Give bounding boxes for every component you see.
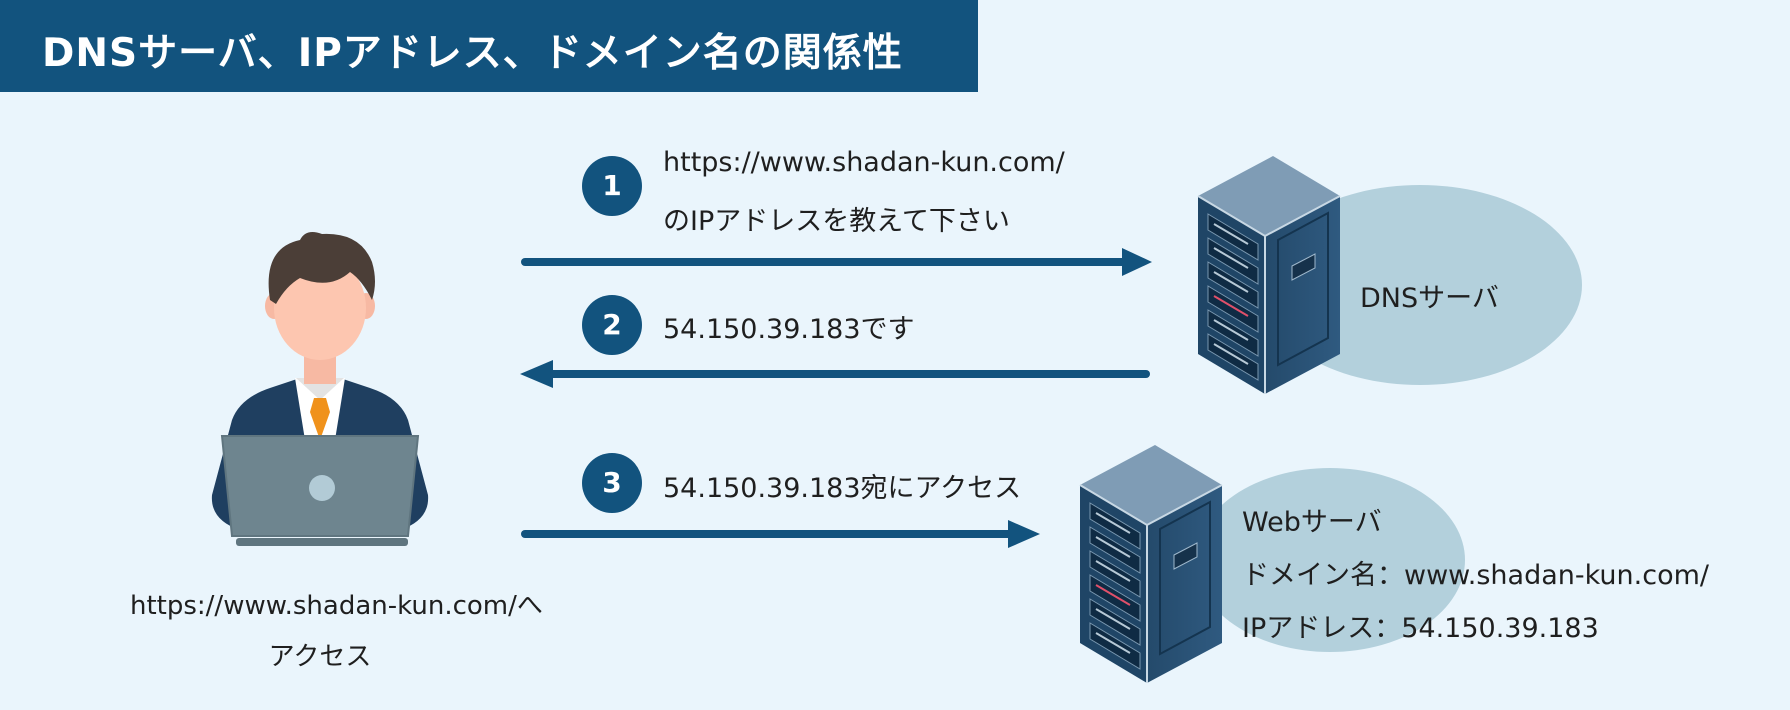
web-server-domain: ドメイン名：www.shadan-kun.com/ [1242,560,1709,591]
step-2-badge: 2 [582,295,642,355]
step-2-text: 54.150.39.183です [663,314,915,345]
web-ellipse [1195,468,1465,652]
web-server-label: Webサーバ [1242,507,1382,538]
title-bar: DNSサーバ、IPアドレス、ドメイン名の関係性 [0,0,978,92]
dns-server-icon [1197,155,1341,395]
user-icon [211,232,429,546]
user-caption-line1: https://www.shadan-kun.com/へ [130,591,543,621]
user-caption-line2: アクセス [268,642,372,672]
step-1-text-line1: https://www.shadan-kun.com/ [663,147,1065,178]
step-3-badge: 3 [582,453,642,513]
arrow-step-3 [521,520,1040,548]
step-1-badge: 1 [582,156,642,216]
arrow-step-2 [520,360,1150,388]
page-title: DNSサーバ、IPアドレス、ドメイン名の関係性 [42,31,903,76]
web-server-ip: IPアドレス：54.150.39.183 [1242,613,1599,644]
dns-server-label: DNSサーバ [1360,283,1499,314]
web-server-icon [1079,444,1223,684]
step-3-text: 54.150.39.183宛にアクセス [663,473,1022,504]
arrow-step-1 [521,248,1152,276]
step-1-text-line2: のIPアドレスを教えて下さい [663,206,1010,237]
